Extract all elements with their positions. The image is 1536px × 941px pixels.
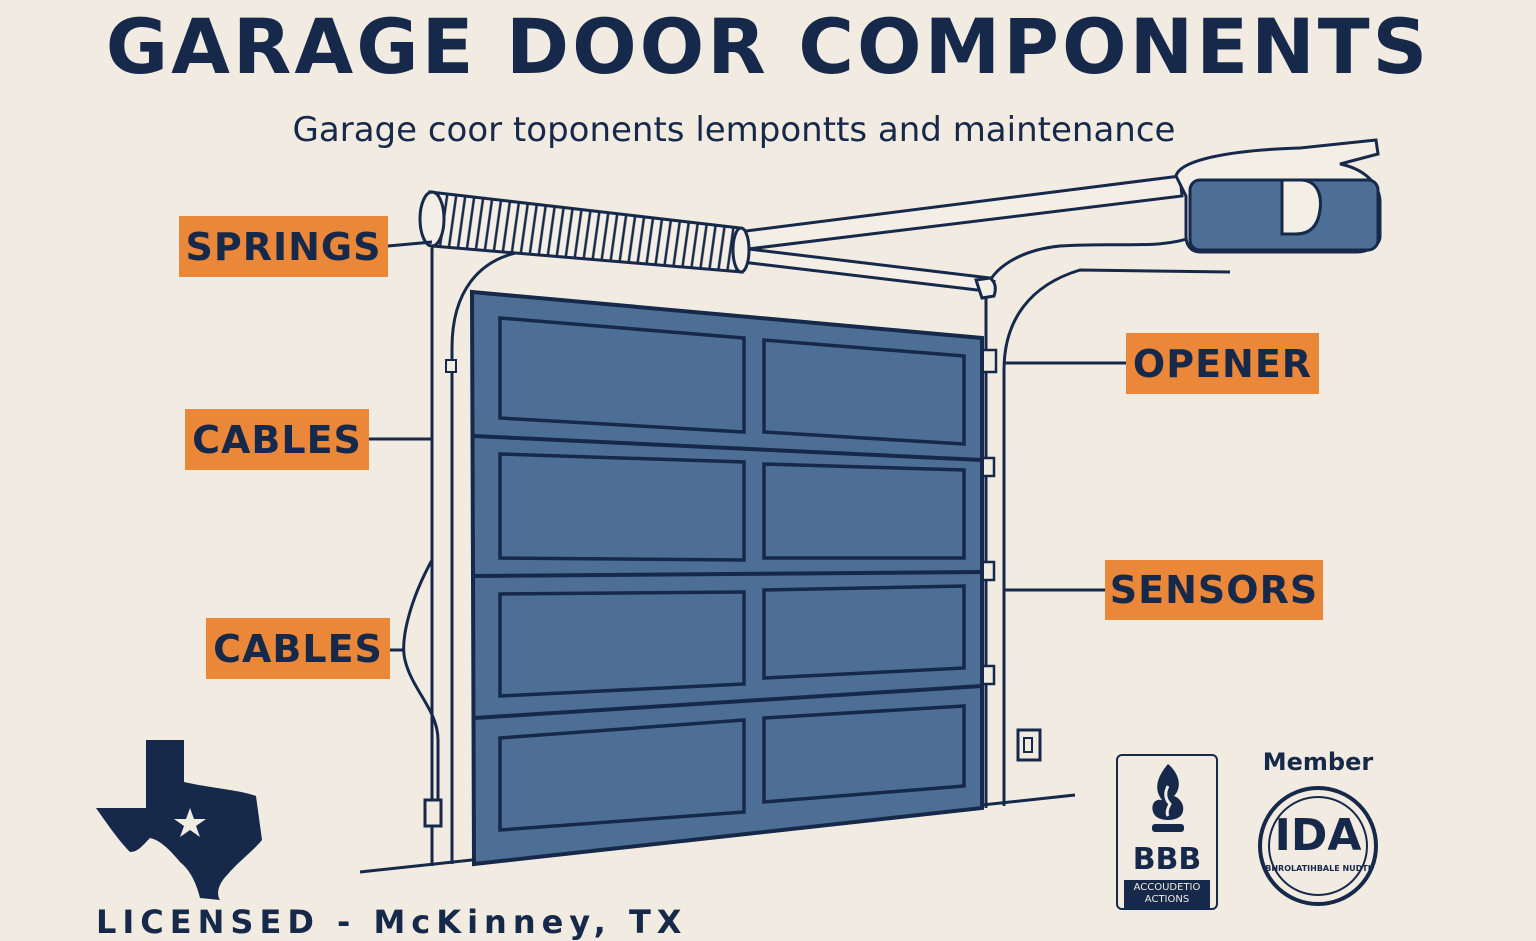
page-subtitle: Garage coor toponents lempontts and main…	[292, 110, 1176, 150]
sensor-eye	[1016, 728, 1042, 762]
callout-opener: OPENER	[1126, 333, 1319, 394]
bbb-band-text: ACCOUDETIO ACTIONS	[1124, 880, 1210, 908]
door-windows	[498, 316, 966, 832]
callout-cables-upper: CABLES	[185, 409, 369, 470]
right-track	[984, 234, 1231, 808]
ida-inner-ring	[1268, 796, 1368, 896]
callout-cables-lower: CABLES	[206, 618, 390, 679]
ida-sub-text: BHROLATIHBALE NUDTI	[1265, 864, 1371, 873]
bbb-text: BBB	[1132, 842, 1202, 877]
leader-lines	[369, 240, 1126, 652]
garage-door-illustration	[96, 138, 1382, 900]
bbb-badge: BBB ACCOUDETIO ACTIONS	[1116, 754, 1218, 910]
opener-rail	[736, 174, 1184, 300]
star-icon	[174, 808, 206, 837]
ida-badge: IDA BHROLATIHBALE NUDTI	[1258, 786, 1378, 906]
callout-sensors: SENSORS	[1105, 560, 1323, 620]
torsion-spring	[418, 190, 751, 274]
member-label: Member	[1262, 748, 1374, 776]
left-bottom-bracket	[423, 798, 443, 828]
ida-text: IDA	[1274, 810, 1362, 861]
callout-springs: SPRINGS	[179, 216, 388, 277]
flame-torch-icon	[1152, 764, 1184, 832]
right-roller-top	[980, 348, 998, 374]
left-roller	[445, 359, 457, 373]
license-text: LICENSED - McKinney, TX	[96, 903, 688, 941]
page-title: GARAGE DOOR COMPONENTS	[105, 2, 1431, 91]
opener-motor	[1174, 138, 1382, 254]
